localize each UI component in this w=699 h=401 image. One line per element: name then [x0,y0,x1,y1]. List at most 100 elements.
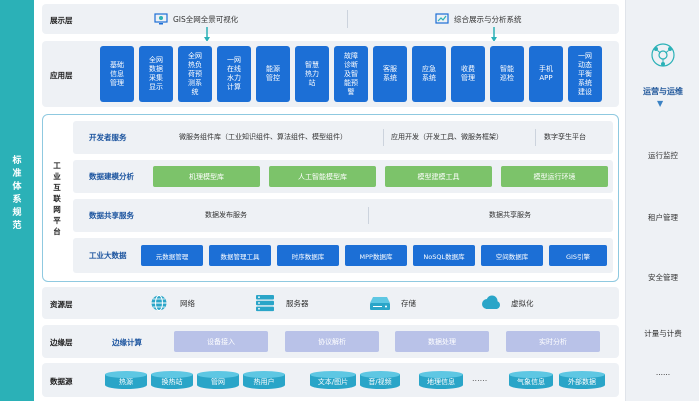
model-runtime-environment[interactable]: 模型运行环境 [501,166,608,187]
network-globe-icon [151,295,167,311]
app-box[interactable]: 基础 信息 管理 [100,46,134,102]
datasource-layer-label: 数据源 [50,377,73,386]
mechanism-model-library[interactable]: 机理模型库 [153,166,260,187]
gis-engine[interactable]: GIS引擎 [549,245,607,266]
datasource-weather-info: 气象信息 [509,374,553,389]
standards-char: 系 [12,195,22,205]
data-publish-service: 数据发布服务 [205,211,247,219]
microservice-library: 微服务组件库（工业知识组件、算法组件、模型组件） [179,133,347,141]
platform-char: 台 [53,227,61,236]
developer-services-label: 开发者服务 [89,133,127,142]
resource-layer: 资源层 网络 服务器 存储 [42,287,619,319]
app-box[interactable]: 全网 热负 荷预 测系 统 [178,46,212,102]
data-management-tool[interactable]: 数据管理工具 [209,245,271,266]
cylinder-top [197,371,239,378]
resource-network-label: 网络 [180,298,195,308]
spatial-database[interactable]: 空间数据库 [481,245,543,266]
platform-char: 联 [53,194,61,203]
datasource-ellipsis: ...... [472,374,488,383]
operations-title: 运营与运维 [643,87,683,96]
datasource-cylinder: 管网 [197,371,239,389]
ops-tenant-management[interactable]: 租户管理 [648,213,678,222]
data-sharing-row: 数据共享服务 数据发布服务 数据共享服务 [73,199,613,232]
analysis-system: 综合展示与分析系统 [435,13,522,25]
datasource-cylinder: 地理信息 [419,371,463,389]
datasource-heat-source: 热源 [105,374,147,389]
ops-metering-billing[interactable]: 计量与计费 [644,329,682,338]
operations-bar: 运营与运维 ▼ 运行监控 租户管理 安全管理 计量与计费 ...... [625,0,699,401]
app-box[interactable]: 手机 APP [529,46,563,102]
datasource-cylinder: 音/视频 [360,371,400,389]
app-box[interactable]: 智慧 热力 站 [295,46,329,102]
mpp-database[interactable]: MPP数据库 [345,245,407,266]
datasource-external-data: 外部数据 [559,374,605,389]
cylinder-top [105,371,147,378]
cylinder-top [310,371,356,378]
platform-label: 工 业 互 联 网 平 台 [51,160,63,237]
app-box[interactable]: 应急 系统 [412,46,446,102]
flow-arrow-icon [491,27,497,42]
cylinder-top [360,371,400,378]
standards-char: 范 [12,221,22,231]
app-box[interactable]: 能源 管控 [256,46,290,102]
app-box[interactable]: 客服 系统 [373,46,407,102]
model-building-tool[interactable]: 模型建模工具 [385,166,492,187]
datasource-cylinder: 热源 [105,371,147,389]
platform-char: 网 [53,205,61,214]
industrial-bigdata-label: 工业大数据 [89,251,127,260]
ai-model-library[interactable]: 人工智能模型库 [269,166,376,187]
display-layer: 展示层 GIS全网全景可视化 综合展示与分析系统 [42,4,619,34]
datasource-cylinder: 文本/图片 [310,371,356,389]
resource-virtualization: 虚拟化 [479,294,534,312]
display-divider [347,10,348,28]
row-divider [535,129,536,146]
analysis-system-label: 综合展示与分析系统 [454,14,522,24]
resource-storage-label: 存储 [401,298,416,308]
edge-layer: 边缘层 边缘计算 设备接入 协议解析 数据处理 实时分析 [42,325,619,358]
metadata-management[interactable]: 元数据管理 [141,245,203,266]
gis-visualization-label: GIS全网全景可视化 [173,14,239,24]
data-processing[interactable]: 数据处理 [395,331,489,352]
app-box[interactable]: 一网 在线 水力 计算 [217,46,251,102]
row-divider [368,207,369,224]
device-access[interactable]: 设备接入 [174,331,268,352]
standards-char: 规 [12,208,22,218]
gis-monitor-icon [154,13,168,25]
storage-icon [370,297,390,310]
server-icon [256,295,274,312]
time-series-database[interactable]: 时序数据库 [277,245,339,266]
app-box[interactable]: 一网 动态 平衡 系统 建设 [568,46,602,102]
app-box[interactable]: 收费 管理 [451,46,485,102]
realtime-analysis[interactable]: 实时分析 [506,331,600,352]
ops-ellipsis: ...... [655,368,671,377]
operations-arrow-icon: ▼ [657,99,664,108]
datasource-cylinder: 外部数据 [559,371,605,389]
datasource-audio-video: 音/视频 [360,374,400,389]
datasource-geo-info: 地理信息 [419,374,463,389]
platform-char: 业 [53,172,61,181]
datasource-layer: 数据源 热源 换热站 管网 热用户 文本/图片 音/视频 地理信息 ......… [42,363,619,397]
app-box[interactable]: 全网 数据 采集 显示 [139,46,173,102]
ops-security-management[interactable]: 安全管理 [648,273,678,282]
datasource-exchange-station: 换热站 [151,374,193,389]
datasource-cylinder: 换热站 [151,371,193,389]
nosql-database[interactable]: NoSQL数据库 [413,245,475,266]
application-boxes: 基础 信息 管理 全网 数据 采集 显示 全网 热负 荷预 测系 统 一网 在线… [100,46,607,102]
flow-arrow-icon [204,27,210,42]
standards-label: 标 准 体 系 规 范 [0,155,34,233]
standards-char: 准 [12,169,22,179]
row-divider [383,129,384,146]
standards-bar: 标 准 体 系 规 范 [0,0,34,401]
protocol-parsing[interactable]: 协议解析 [285,331,379,352]
ops-runtime-monitoring[interactable]: 运行监控 [648,151,678,160]
data-modeling-row: 数据建模分析 机理模型库 人工智能模型库 模型建模工具 模型运行环境 [73,160,613,193]
display-layer-label: 展示层 [50,16,73,25]
app-box[interactable]: 智能 巡检 [490,46,524,102]
app-box[interactable]: 故障 诊断 及智 能预 警 [334,46,368,102]
industrial-internet-platform: 工 业 互 联 网 平 台 开发者服务 微服务组件库（工业知识组件、算法组件、模… [42,114,619,282]
industrial-bigdata-row: 工业大数据 元数据管理 数据管理工具 时序数据库 MPP数据库 NoSQL数据库… [73,238,613,273]
resource-layer-label: 资源层 [50,300,73,309]
gis-visualization: GIS全网全景可视化 [154,13,238,25]
developer-services-row: 开发者服务 微服务组件库（工业知识组件、算法组件、模型组件） 应用开发（开发工具… [73,121,613,154]
datasource-text-image: 文本/图片 [310,374,356,389]
